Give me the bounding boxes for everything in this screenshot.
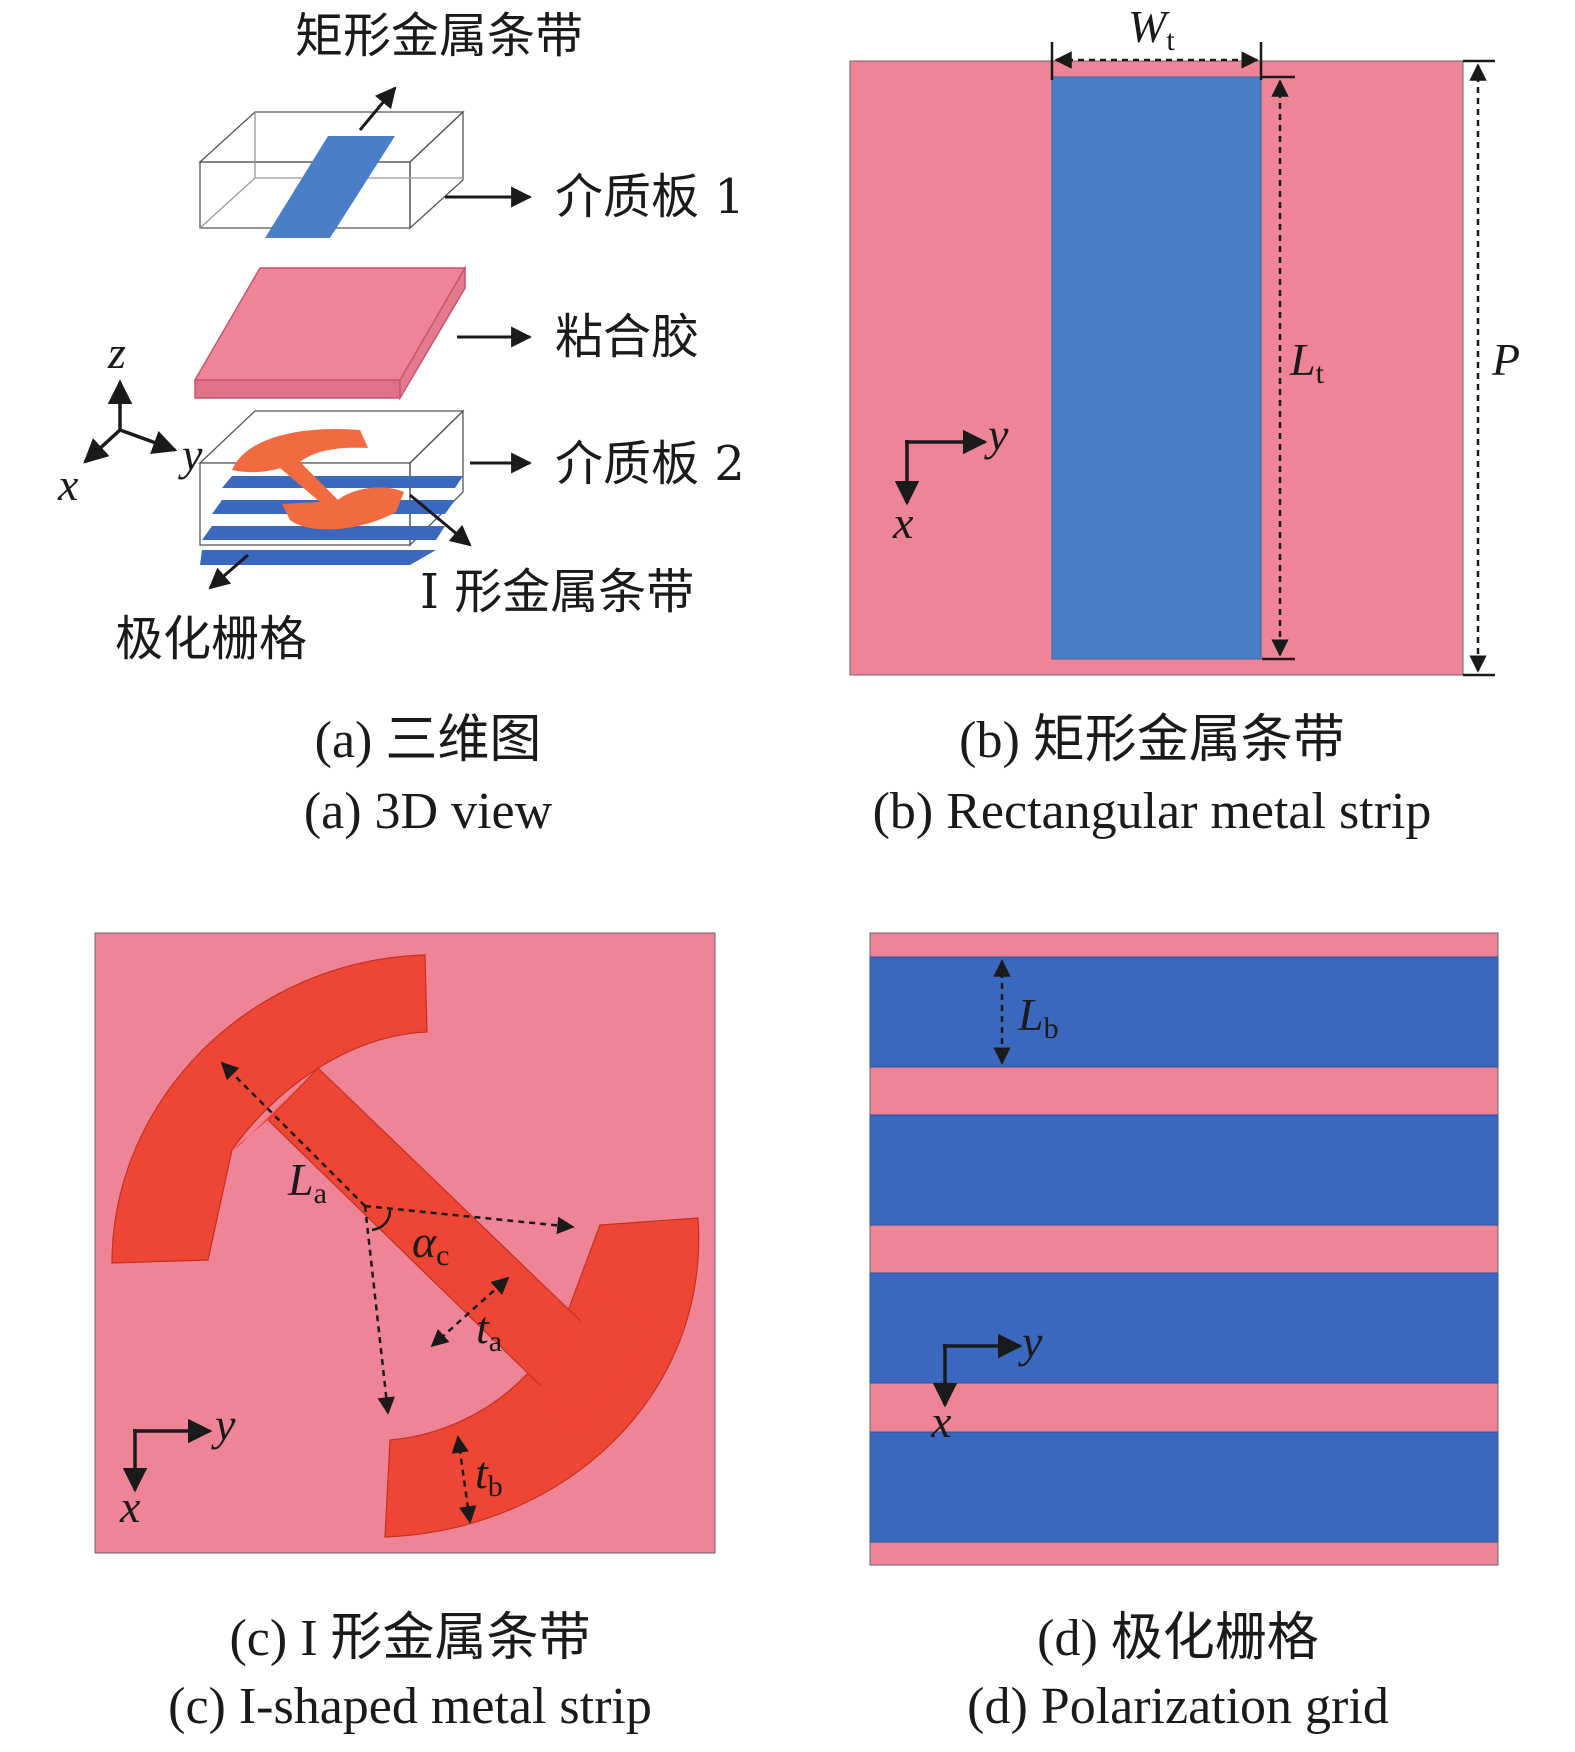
panel-c-i-strip: La αc ta tb y x (c) I 形金属条带 (c) I-shaped…: [94, 932, 716, 1735]
dim-tb-label: tb: [475, 1447, 503, 1503]
panel-a-3d-view: z y x 矩形金属条带 介质板 1 粘合胶 介质板 2 I 形金属条带 极化栅…: [57, 8, 745, 840]
caption-d-en: (d) Polarization grid: [967, 1678, 1389, 1735]
axis-y-label: y: [178, 429, 203, 480]
axis-x-label: x: [57, 459, 79, 510]
caption-a-en: (a) 3D view: [304, 783, 553, 840]
axis-z-label: z: [107, 327, 126, 378]
dims-c: [220, 1061, 575, 1524]
axis-d-y: y: [1018, 1316, 1043, 1367]
panel-b-rect-strip: Wt Lt P y x (b) 矩形金属条带 (b) Rectangular m…: [849, 1, 1520, 840]
dim-La-label: La: [287, 1154, 327, 1210]
caption-c-en: (c) I-shaped metal strip: [168, 1678, 652, 1735]
label-polar-grid: 极化栅格: [115, 611, 307, 667]
dim-Lb-label: Lb: [1017, 989, 1059, 1045]
grid-strip-2: [869, 1114, 1499, 1226]
dim-ta-label: ta: [476, 1302, 502, 1358]
dim-W-label: Wt: [1128, 1, 1175, 57]
grid-strip-4: [869, 1431, 1499, 1543]
rect-metal-strip-3d: [265, 136, 395, 238]
caption-c-cn: (c) I 形金属条带: [229, 1610, 590, 1667]
adhesive-layer: [193, 265, 467, 401]
axis-d-x: x: [930, 1396, 952, 1447]
dim-L-label: Lt: [1289, 334, 1325, 390]
dim-alpha-label: αc: [412, 1216, 449, 1272]
grid-strip-3: [869, 1272, 1499, 1384]
rect-metal-strip: [1051, 76, 1262, 660]
label-substrate-2: 介质板 2: [555, 436, 745, 492]
i-strip-3d: [232, 428, 404, 530]
axes-d: [932, 1333, 1023, 1408]
dim-P-label: P: [1491, 334, 1520, 385]
label-i-strip: I 形金属条带: [420, 564, 694, 620]
panel-d-polar-grid: Lb y x (d) 极化栅格 (d) Polarization grid: [869, 932, 1499, 1735]
grid-strip-1: [869, 956, 1499, 1068]
label-adhesive: 粘合胶: [555, 309, 699, 365]
axes-c: [122, 1418, 213, 1493]
caption-d-cn: (d) 极化栅格: [1037, 1610, 1319, 1667]
axis-b-x: x: [892, 497, 914, 548]
caption-b-en: (b) Rectangular metal strip: [873, 783, 1432, 840]
axis-c-x: x: [119, 1481, 141, 1532]
label-substrate-1: 介质板 1: [555, 169, 745, 225]
caption-b-cn: (b) 矩形金属条带: [959, 712, 1345, 769]
axes-b: [894, 429, 988, 506]
axes-3d: [83, 379, 178, 464]
caption-a-cn: (a) 三维图: [315, 712, 542, 769]
axis-c-y: y: [211, 1399, 236, 1450]
axis-b-y: y: [984, 409, 1009, 460]
label-rect-strip: 矩形金属条带: [295, 8, 583, 64]
